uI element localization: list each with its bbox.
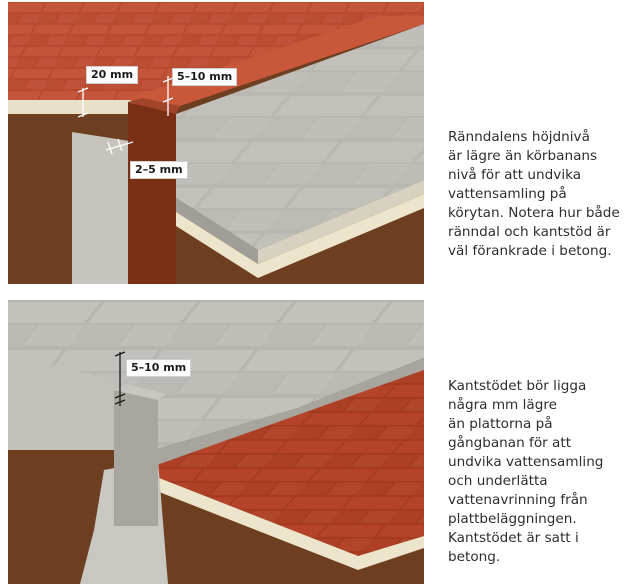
stone-paving bbox=[176, 24, 424, 250]
illustration-curb: 5–10 mm bbox=[8, 300, 424, 584]
brick-paving bbox=[154, 370, 424, 556]
curb-offset-label: 5–10 mm bbox=[126, 359, 192, 377]
gutter-cross-section bbox=[8, 2, 424, 284]
caption-curb: Kantstödet bör ligga några mm lägre än p… bbox=[448, 378, 604, 565]
setting-bed bbox=[8, 100, 138, 114]
curb-offset-label: 5–10 mm bbox=[172, 68, 238, 86]
curb bbox=[128, 102, 176, 284]
dimension-lines bbox=[77, 76, 174, 155]
illustration-gutter: 20 mm 5–10 mm 2–5 mm bbox=[8, 2, 424, 284]
gutter-height-label: 20 mm bbox=[86, 66, 139, 84]
curb-cross-section bbox=[8, 300, 424, 584]
dimension-lines bbox=[114, 351, 126, 406]
caption-gutter: Ränndalens höjdnivå är lägre än körbanan… bbox=[448, 129, 620, 259]
curb bbox=[114, 390, 158, 526]
joint-width-label: 2–5 mm bbox=[130, 161, 188, 179]
concrete-foundation bbox=[72, 132, 136, 284]
